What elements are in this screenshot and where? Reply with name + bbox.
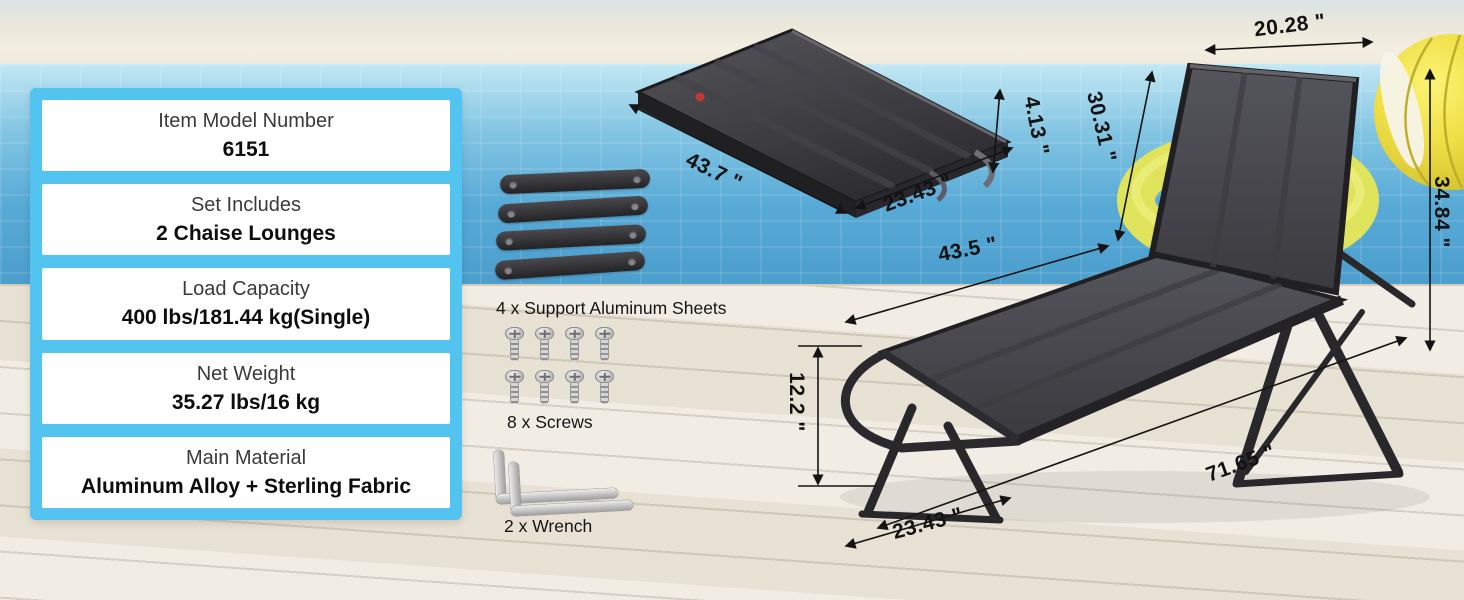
spec-value: 6151 (222, 138, 270, 161)
spec-value: Aluminum Alloy + Sterling Fabric (80, 474, 412, 498)
spec-label: Main Material (185, 446, 307, 469)
spec-box-net-weight: Net Weight 35.27 lbs/16 kg (42, 352, 450, 424)
screw-icon (565, 327, 584, 364)
dim-overall-height: 34.84 " (1429, 176, 1453, 248)
wrench-label: 2 x Wrench (504, 516, 593, 536)
spec-label: Load Capacity (182, 278, 310, 301)
spec-value: 35.27 lbs/16 kg (171, 390, 321, 414)
screws-group (505, 327, 614, 407)
spec-box-set-includes: Set Includes 2 Chaise Lounges (42, 184, 450, 256)
support-sheets-label: 4 x Support Aluminum Sheets (496, 298, 727, 318)
screws-label: 8 x Screws (507, 412, 593, 432)
screw-icon (565, 370, 584, 407)
beach-ball-illustration (1374, 34, 1464, 190)
spec-value: 400 lbs/181.44 kg(Single) (121, 306, 371, 330)
dimension-lines (628, 36, 1436, 549)
screw-icon (595, 327, 614, 364)
red-knob (695, 92, 705, 102)
screw-row (505, 370, 614, 407)
dim-seat-height: 12.2 " (784, 372, 808, 432)
spec-box-load-capacity: Load Capacity 400 lbs/181.44 kg(Single) (42, 268, 450, 340)
screw-icon (535, 370, 554, 407)
screw-icon (595, 370, 614, 407)
spec-value: 2 Chaise Lounges (156, 222, 336, 246)
spec-label: Item Model Number (158, 110, 334, 132)
screw-icon (535, 327, 554, 364)
wrench-icon (508, 456, 638, 521)
spec-label: Net Weight (196, 362, 296, 385)
screw-row (505, 327, 614, 364)
spec-label: Set Includes (190, 194, 302, 217)
spec-box-model-number: Item Model Number 6151 (42, 100, 450, 172)
screw-icon (505, 370, 524, 407)
spec-box-main-material: Main Material Aluminum Alloy + Sterling … (42, 436, 450, 509)
screw-icon (505, 327, 524, 364)
spec-panel: Item Model Number 6151 Set Includes 2 Ch… (30, 88, 462, 520)
